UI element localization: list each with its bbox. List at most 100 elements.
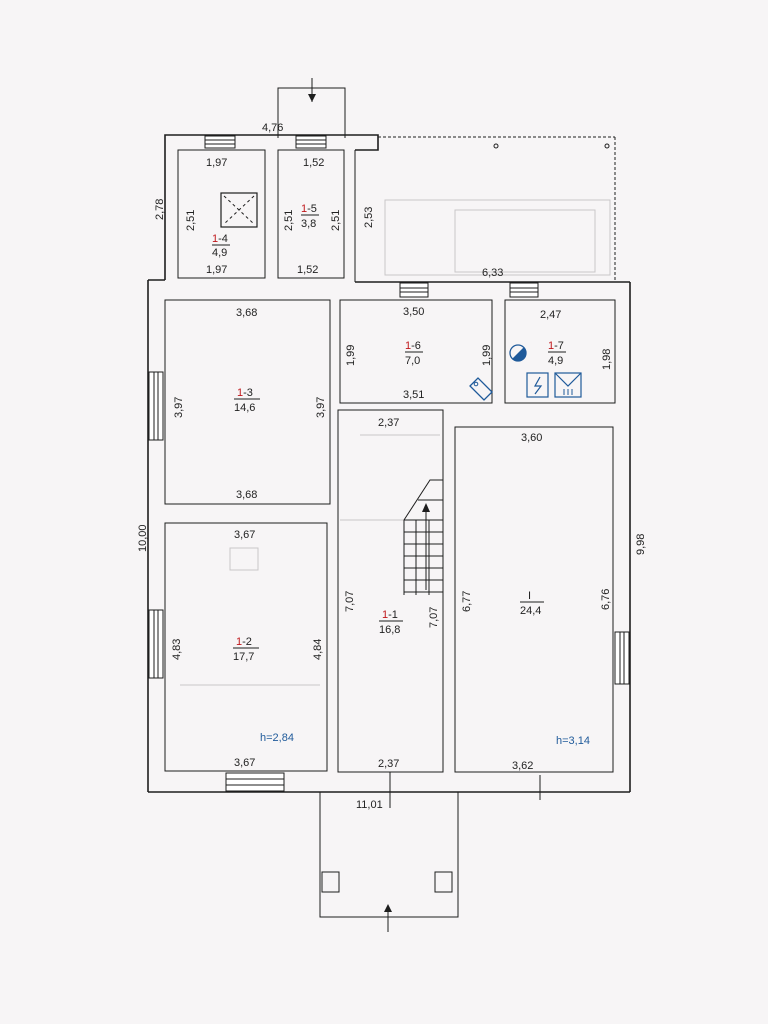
outer-left-top-height: 2,78 xyxy=(154,199,166,220)
outer-top-width: 4,76 xyxy=(262,122,283,134)
room-1-5-id-suffix: -5 xyxy=(307,203,317,215)
room-1-2: 3,67 3,67 4,83 4,84 1-2 17,7 h=2,84 xyxy=(171,529,324,769)
room-1-5-dim-bottom: 1,52 xyxy=(297,264,318,276)
svg-text:1-7: 1-7 xyxy=(548,340,564,352)
entry-arrow-icon xyxy=(384,904,392,912)
room-I: 3,60 3,62 6,77 6,76 I 24,4 h=3,14 xyxy=(461,432,612,772)
room-1-5-id-prefix: 1 xyxy=(301,203,307,215)
room-1-6-id-prefix: 1 xyxy=(405,340,411,352)
room-1-1-dim-bottom: 2,37 xyxy=(378,758,399,770)
room-1-2-dim-top: 3,67 xyxy=(234,529,255,541)
room-1-5: 1,52 1,52 2,51 2,51 1-5 3,8 xyxy=(283,157,342,276)
room-1-6-dim-right: 1,99 xyxy=(481,345,493,366)
room-1-1-id-suffix: -1 xyxy=(388,609,398,621)
top-entrance xyxy=(277,78,346,138)
room-1-6-id-suffix: -6 xyxy=(411,340,421,352)
svg-text:1-3: 1-3 xyxy=(237,387,253,399)
room-1-3-dim-right: 3,97 xyxy=(315,397,327,418)
room-1-3-dim-bottom: 3,68 xyxy=(236,489,257,501)
room-1-2-height: h=2,84 xyxy=(260,732,294,744)
outer-right-height: 9,98 xyxy=(635,534,647,555)
annex-width: 6,33 xyxy=(482,267,503,279)
room-I-id: I xyxy=(528,590,531,602)
window-top-2 xyxy=(295,135,327,149)
room-1-5-dim-left: 2,51 xyxy=(283,210,295,231)
staircase xyxy=(403,479,443,595)
room-1-5-dim-right: 2,51 xyxy=(330,210,342,231)
stair-arrow-icon xyxy=(422,503,430,512)
svg-text:1-2: 1-2 xyxy=(236,636,252,648)
room-1-1-dim-top: 2,37 xyxy=(378,417,399,429)
room-1-3-id-suffix: -3 xyxy=(243,387,253,399)
room-1-4-id-prefix: 1 xyxy=(212,233,218,245)
room-I-area: 24,4 xyxy=(520,605,541,617)
annex-height: 2,53 xyxy=(363,207,375,228)
gas-meter-icon xyxy=(509,344,527,362)
gas-boiler-icon xyxy=(554,372,582,398)
room-1-6-area: 7,0 xyxy=(405,355,420,367)
window-right-1 xyxy=(614,631,630,685)
room-1-2-id-prefix: 1 xyxy=(236,636,242,648)
window-top-1 xyxy=(204,135,236,149)
room-I-dim-left: 6,77 xyxy=(461,591,473,612)
price-tag-icon xyxy=(469,377,493,401)
room-1-7-id-suffix: -7 xyxy=(554,340,564,352)
room-1-2-id-suffix: -2 xyxy=(242,636,252,648)
window-top-3 xyxy=(399,282,429,298)
room-1-5-dim-top: 1,52 xyxy=(303,157,324,169)
room-1-4-area: 4,9 xyxy=(212,247,227,259)
electric-panel-icon xyxy=(526,372,549,398)
outer-bottom-width: 11,01 xyxy=(356,799,383,811)
room-I-dim-right: 6,76 xyxy=(600,589,612,610)
room-1-3-dim-left: 3,97 xyxy=(173,397,185,418)
room-1-2-dim-right: 4,84 xyxy=(312,639,324,660)
room-1-4-dim-bottom: 1,97 xyxy=(206,264,227,276)
window-top-4 xyxy=(509,282,539,298)
outer-left-height: 10,00 xyxy=(137,524,149,552)
room-1-1-area: 16,8 xyxy=(379,624,400,636)
windows xyxy=(148,135,630,792)
room-1-1-dim-left: 7,07 xyxy=(344,591,356,612)
room-1-3: 3,68 3,68 3,97 3,97 1-3 14,6 xyxy=(173,307,327,501)
room-1-7-area: 4,9 xyxy=(548,355,563,367)
room-I-height: h=3,14 xyxy=(556,735,590,747)
room-1-2-dim-bottom: 3,67 xyxy=(234,757,255,769)
svg-text:1-4: 1-4 xyxy=(212,233,228,245)
room-1-6: 3,50 3,51 1,99 1,99 1-6 7,0 xyxy=(345,306,493,401)
window-left-1 xyxy=(148,371,164,441)
room-I-dim-top: 3,60 xyxy=(521,432,542,444)
bottom-entrance xyxy=(319,772,541,932)
room-1-4-dim-left: 2,51 xyxy=(185,210,197,231)
window-left-2 xyxy=(148,609,164,679)
room-1-1: 2,37 2,37 7,07 7,07 1-1 16,8 xyxy=(344,417,440,770)
outer-walls xyxy=(147,134,631,793)
svg-text:1-1: 1-1 xyxy=(382,609,398,621)
room-1-3-id-prefix: 1 xyxy=(237,387,243,399)
room-walls xyxy=(164,149,616,773)
room-1-5-area: 3,8 xyxy=(301,218,316,230)
outer-dimensions: 4,76 2,78 2,53 6,33 10,00 9,98 11,01 xyxy=(137,122,647,811)
room-1-3-dim-top: 3,68 xyxy=(236,307,257,319)
room-I-dim-bottom: 3,62 xyxy=(512,760,533,772)
room-1-7-dim-right: 1,98 xyxy=(601,349,613,370)
room-1-2-dim-left: 4,83 xyxy=(171,639,183,660)
room-1-3-area: 14,6 xyxy=(234,402,255,414)
room-1-6-dim-top: 3,50 xyxy=(403,306,424,318)
svg-text:1-5: 1-5 xyxy=(301,203,317,215)
room-1-7-dim-top: 2,47 xyxy=(540,309,561,321)
room-1-4-id-suffix: -4 xyxy=(218,233,228,245)
room-1-4: 1,97 1,97 2,51 1-4 4,9 xyxy=(185,157,230,276)
room-1-1-dim-right: 7,07 xyxy=(428,607,440,628)
window-bottom-1 xyxy=(225,772,285,792)
entry-arrow-icon xyxy=(308,94,316,102)
room-1-2-area: 17,7 xyxy=(233,651,254,663)
room-1-6-dim-left: 1,99 xyxy=(345,345,357,366)
ventilation-shaft-icon xyxy=(220,192,258,228)
room-1-4-dim-top: 1,97 xyxy=(206,157,227,169)
room-1-1-id-prefix: 1 xyxy=(382,609,388,621)
room-1-7-id-prefix: 1 xyxy=(548,340,554,352)
room-1-7: 2,47 1,98 1-7 4,9 xyxy=(540,309,613,370)
room-1-6-dim-bottom: 3,51 xyxy=(403,389,424,401)
svg-text:1-6: 1-6 xyxy=(405,340,421,352)
